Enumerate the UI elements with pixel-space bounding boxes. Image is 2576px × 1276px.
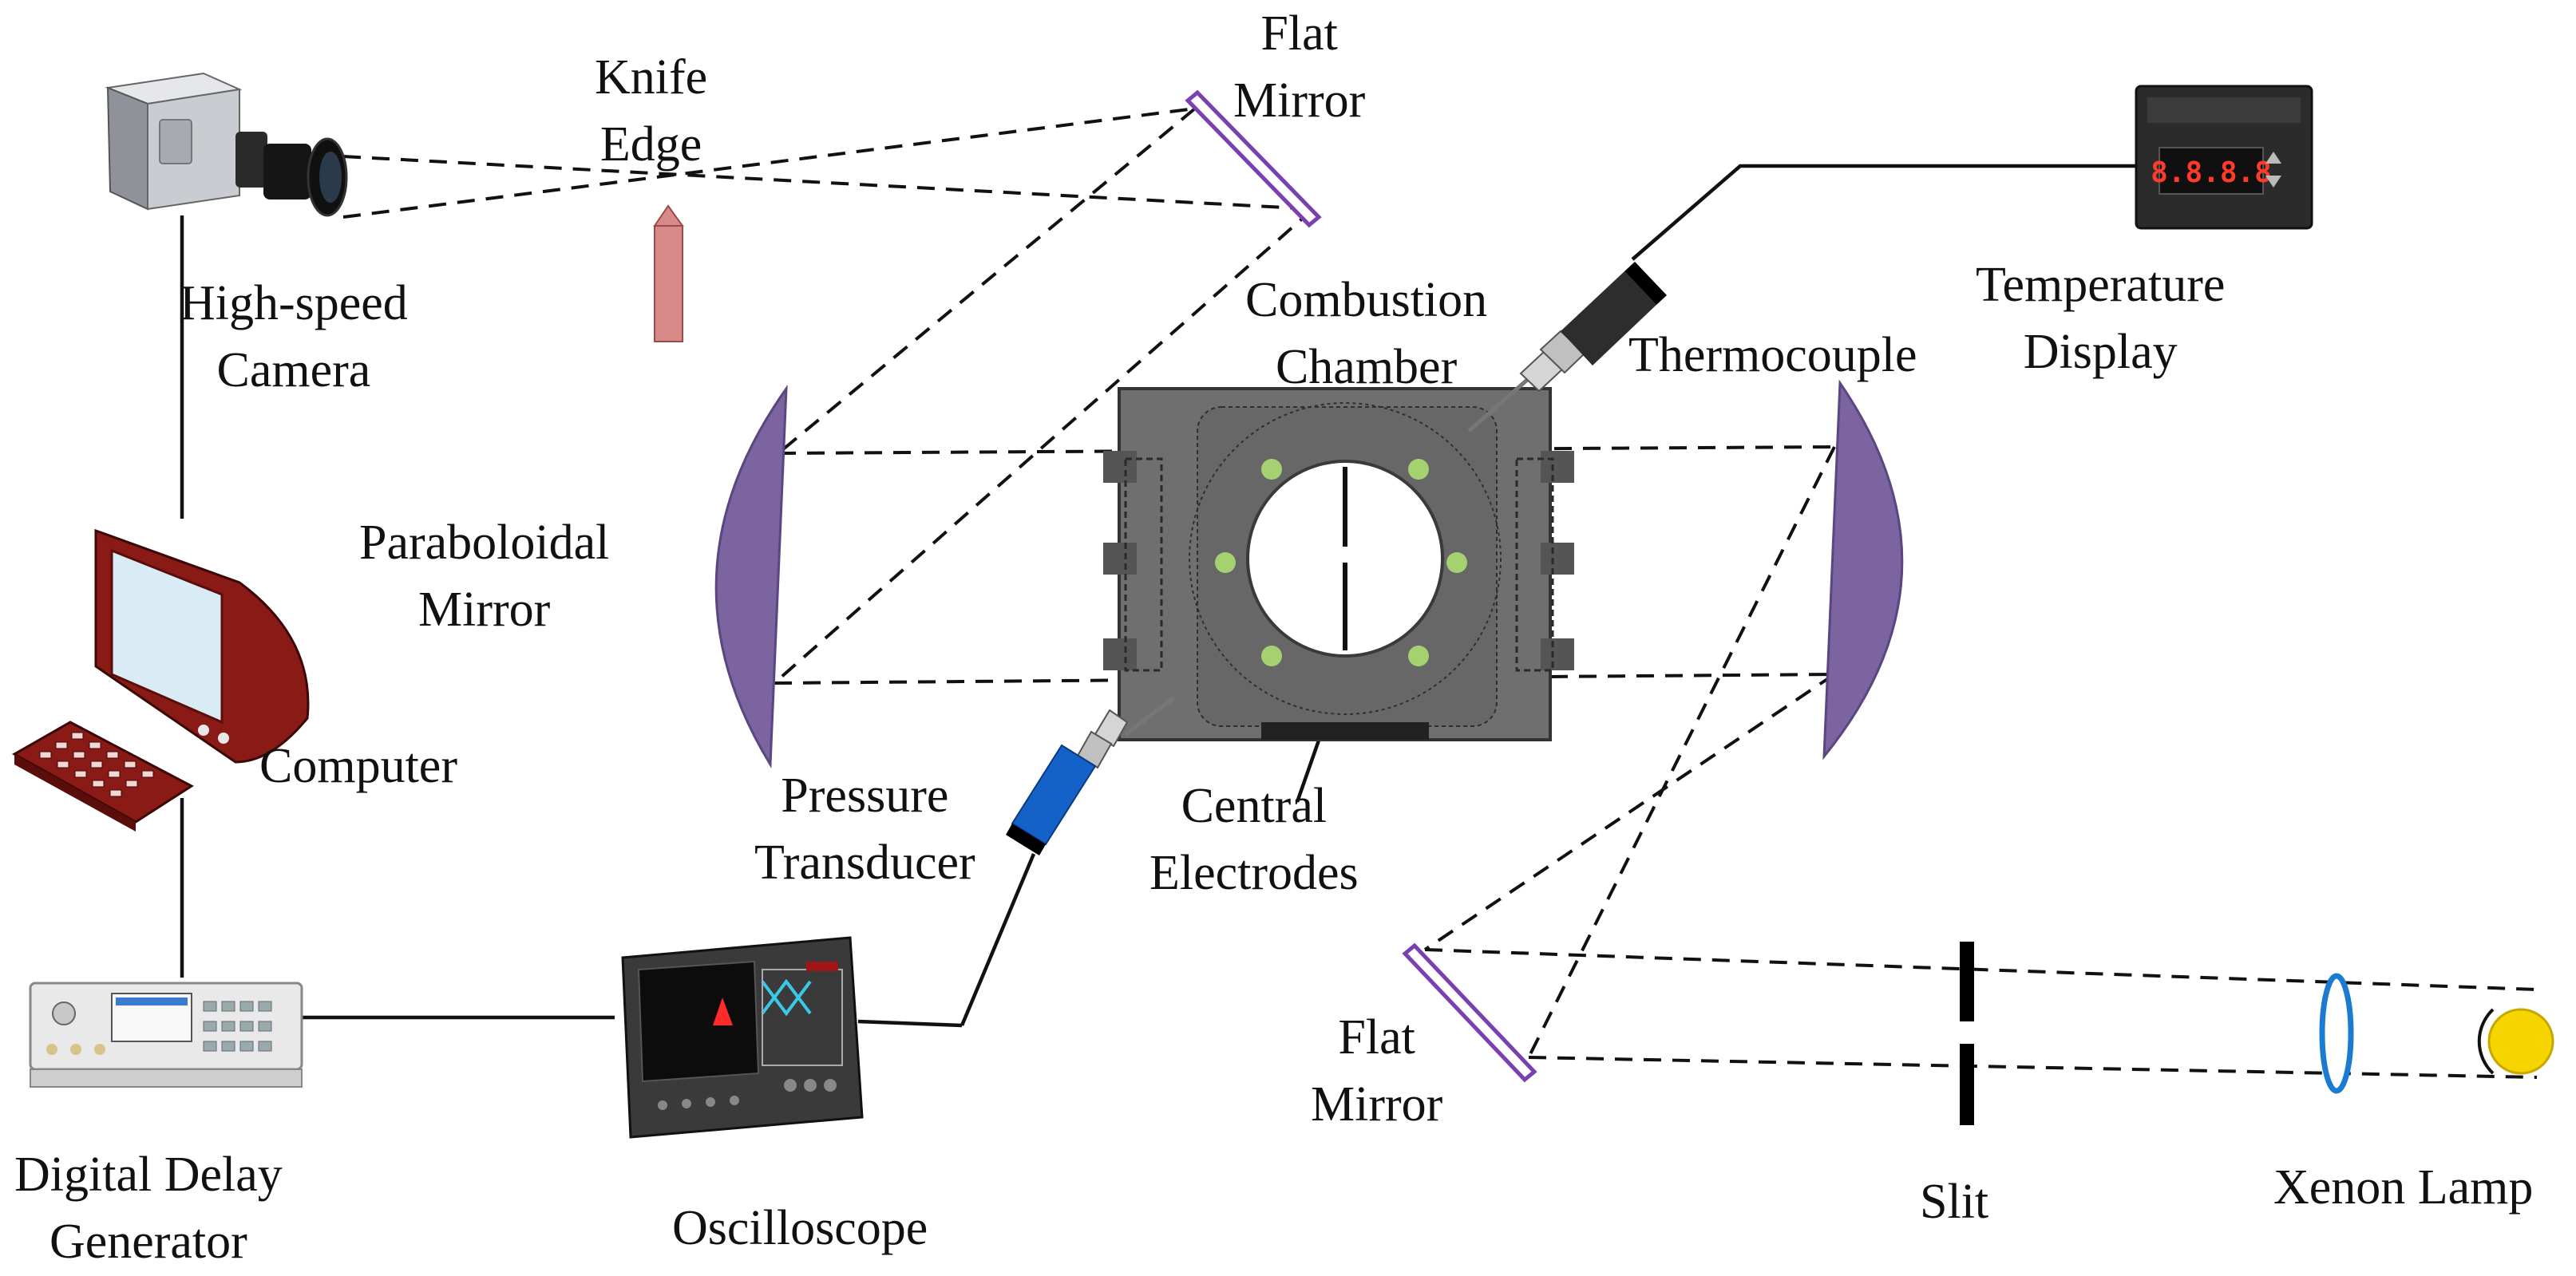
label-line: Mirror [1311, 1077, 1443, 1132]
label-line: Camera [216, 343, 371, 397]
label-oscilloscope: Oscilloscope [672, 1195, 928, 1262]
label-pressure-transducer: Pressure Transducer [754, 762, 975, 896]
label-flat-mirror-top: Flat Mirror [1233, 0, 1365, 134]
label-line: Slit [1920, 1175, 1989, 1229]
label-line: Pressure [781, 768, 949, 823]
label-line: Combustion [1245, 273, 1488, 327]
label-line: Mirror [418, 583, 551, 637]
label-line: Flat [1260, 6, 1338, 61]
label-line: Xenon Lamp [2273, 1160, 2534, 1215]
flat-mirror-bottom-icon [1402, 942, 1537, 1083]
label-line: Transducer [754, 836, 975, 890]
label-xenon-lamp: Xenon Lamp [2273, 1154, 2533, 1221]
label-combustion-chamber: Combustion Chamber [1245, 267, 1487, 401]
label-knife-edge: Knife Edge [595, 44, 707, 178]
label-line: Temperature [1976, 258, 2226, 312]
label-digital-delay-generator: Digital Delay Generator [14, 1141, 283, 1275]
pressure-transducer-icon [1006, 697, 1175, 855]
oscilloscope-icon [621, 936, 864, 1139]
computer-icon [11, 528, 310, 832]
slit-icon [1960, 942, 1974, 1125]
label-line: Central [1181, 779, 1328, 833]
label-temperature-display: Temperature Display [1976, 251, 2225, 385]
label-central-electrodes: Central Electrodes [1150, 772, 1359, 907]
label-slit: Slit [1920, 1168, 1988, 1235]
paraboloidal-mirror-left-icon [714, 384, 788, 769]
label-line: Mirror [1233, 73, 1366, 128]
paraboloidal-mirror-right-icon [1822, 379, 1904, 760]
label-line: High-speed [180, 276, 408, 330]
label-line: Edge [599, 117, 702, 172]
label-line: Display [2023, 325, 2178, 379]
thermocouple-icon [1467, 262, 1667, 433]
combustion-chamber-icon [1103, 387, 1574, 741]
condenser-lens-icon [2319, 973, 2354, 1094]
label-line: Digital Delay [14, 1148, 283, 1202]
label-computer: Computer [259, 733, 457, 800]
label-line: Paraboloidal [359, 516, 610, 570]
temperature-display-icon: 8.8.8.8 [2135, 85, 2313, 230]
label-line: Chamber [1275, 340, 1458, 394]
label-line: Computer [259, 739, 457, 793]
label-line: Knife [595, 50, 708, 105]
digital-delay-generator-icon [29, 982, 303, 1088]
label-high-speed-camera: High-speed Camera [180, 270, 408, 404]
xenon-lamp-icon [2477, 1008, 2554, 1075]
label-thermocouple: Thermocouple [1628, 322, 1917, 389]
label-line: Flat [1338, 1010, 1415, 1065]
flat-mirror-top-icon [1185, 89, 1322, 228]
label-flat-mirror-bottom: Flat Mirror [1311, 1004, 1442, 1138]
label-line: Oscilloscope [672, 1201, 928, 1255]
label-line: Generator [49, 1215, 247, 1269]
high-speed-camera-icon [105, 72, 348, 217]
temperature-readout: 8.8.8.8 [2151, 156, 2272, 189]
label-line: Thermocouple [1628, 328, 1917, 382]
knife-edge-icon [653, 204, 684, 342]
label-paraboloidal-mirror: Paraboloidal Mirror [359, 509, 609, 643]
label-line: Electrodes [1150, 846, 1359, 900]
